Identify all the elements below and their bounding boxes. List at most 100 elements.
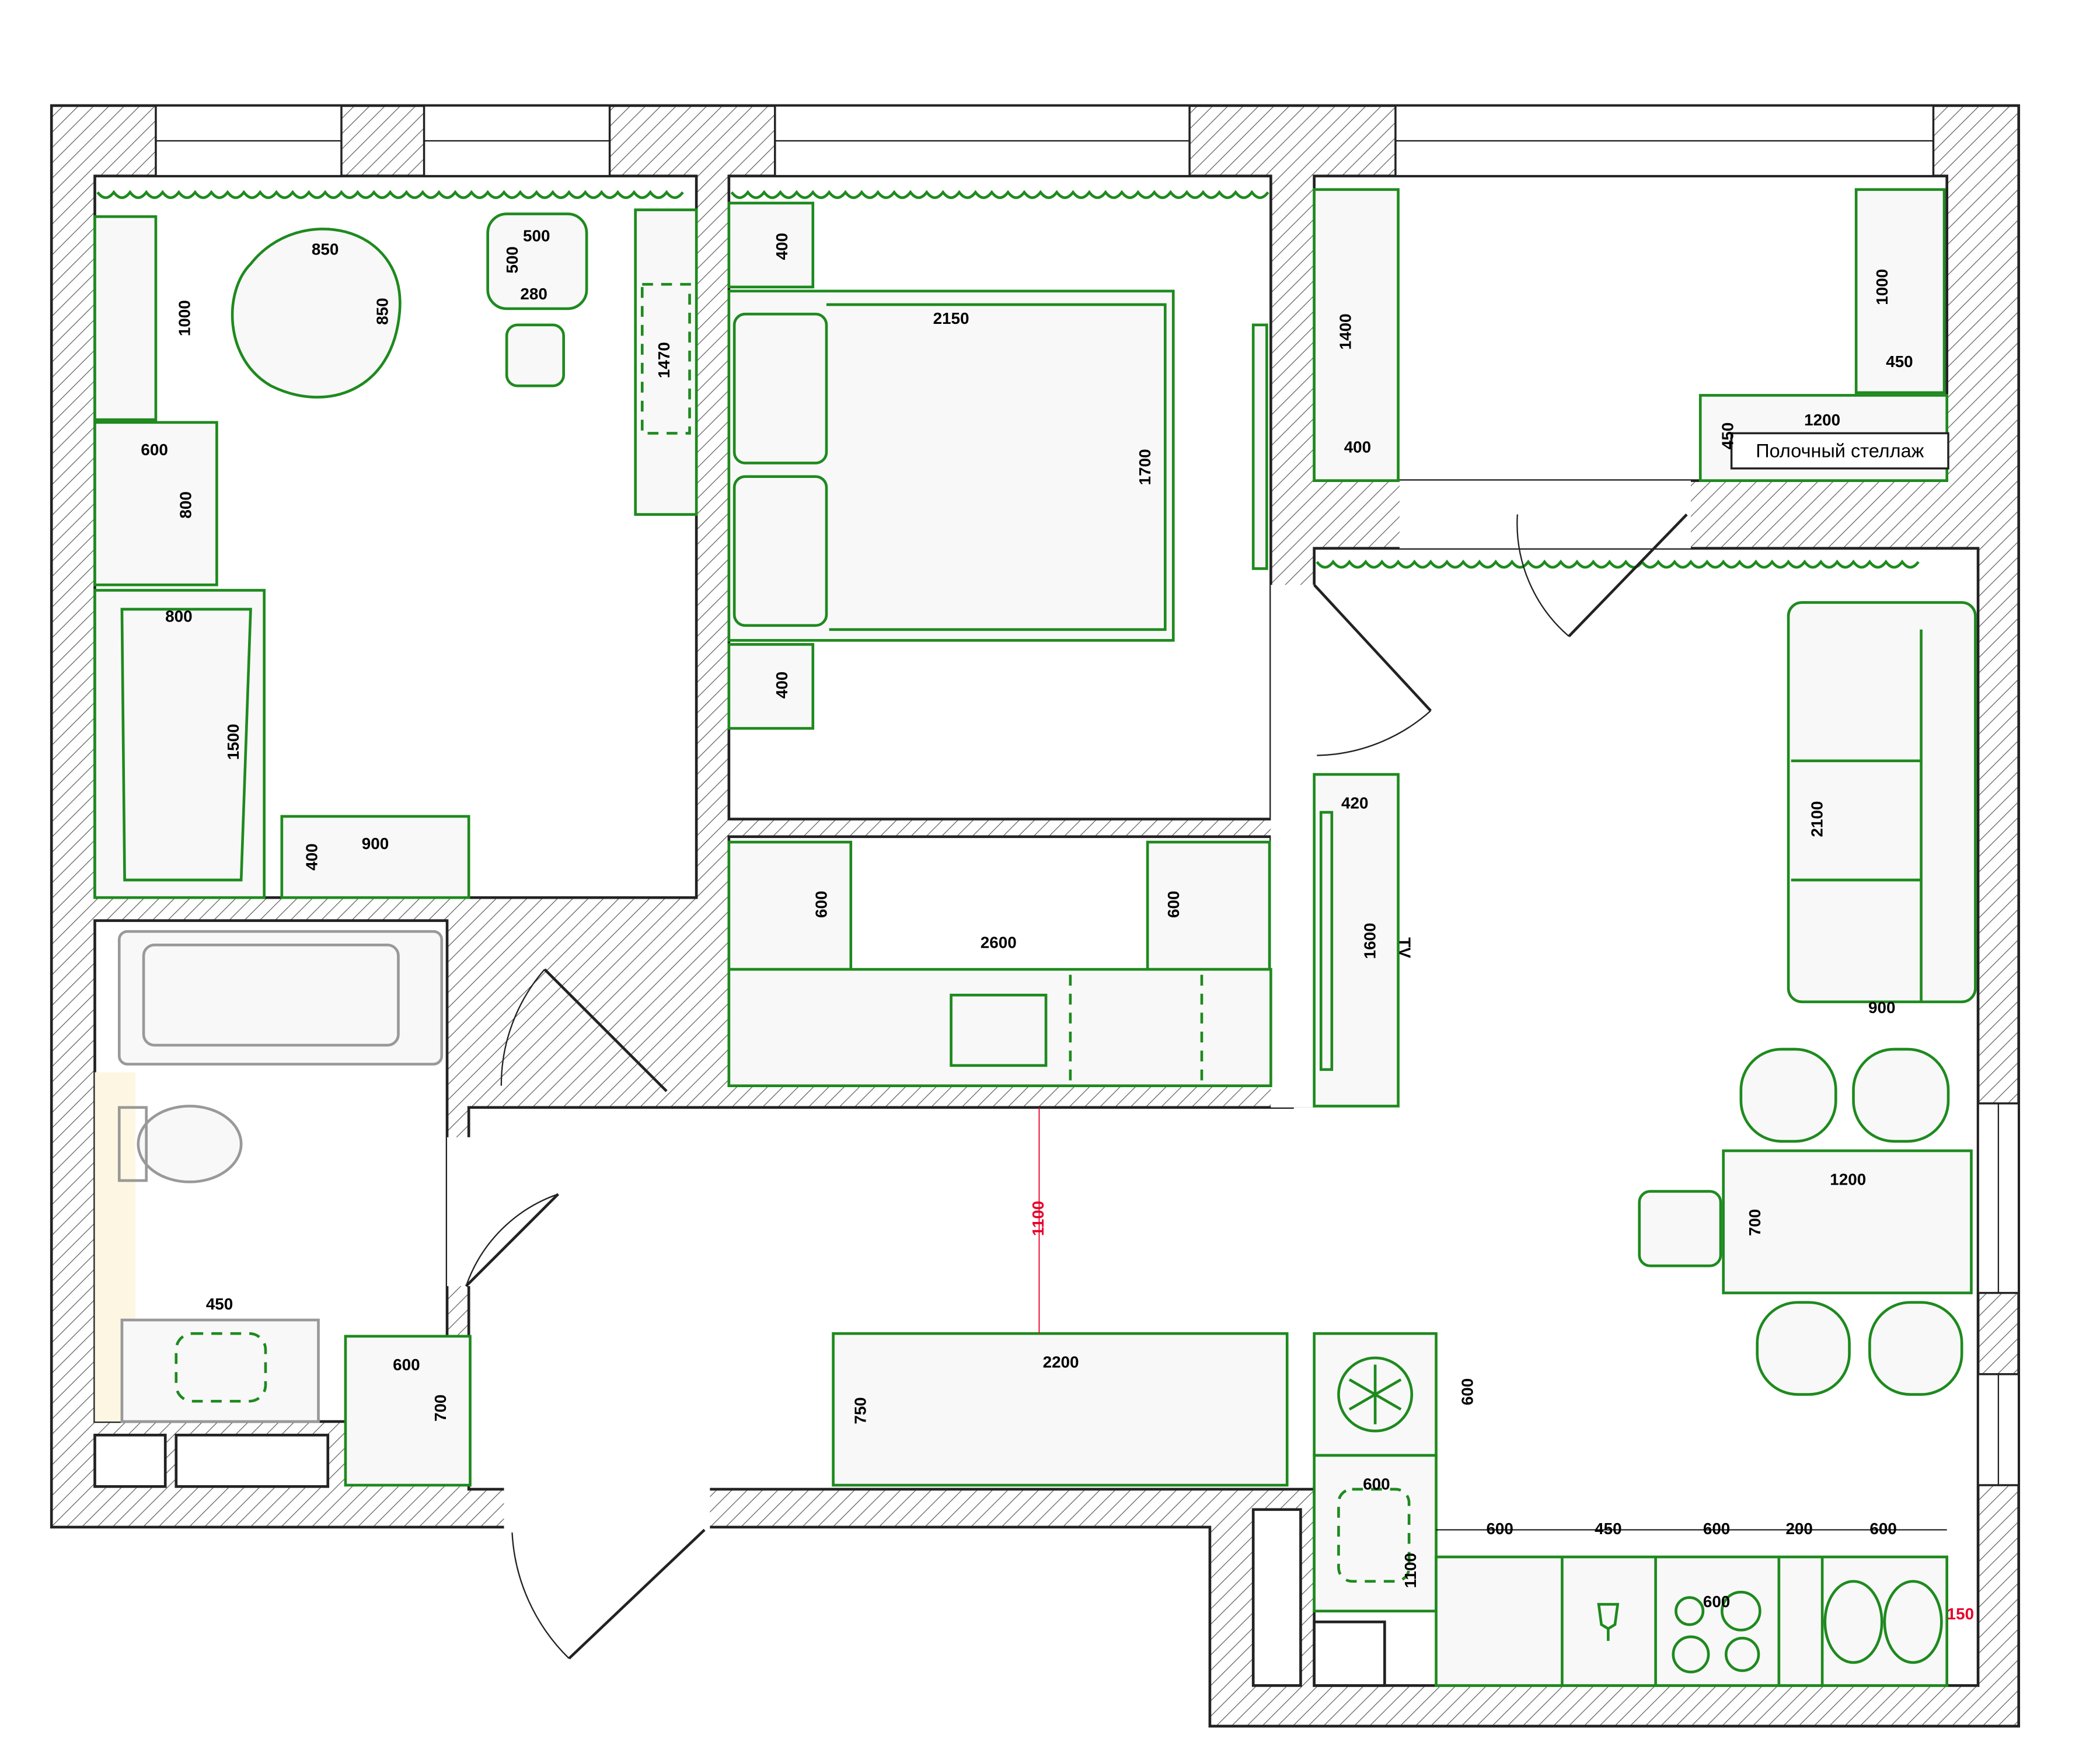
hall-dresser xyxy=(344,1335,472,1487)
dining-chair xyxy=(1852,1047,1950,1143)
doors xyxy=(465,513,1688,1660)
dim-label: 800 xyxy=(165,607,192,625)
entrance-gap xyxy=(504,1486,710,1530)
dim-label: 450 xyxy=(1886,352,1913,371)
dim-label: 500 xyxy=(523,226,550,245)
dim-label: 450 xyxy=(206,1295,233,1313)
storage-2 xyxy=(175,1433,330,1488)
kitchen-counter xyxy=(1435,1555,1949,1687)
bedroom-tv xyxy=(1251,323,1268,570)
pillow xyxy=(732,312,828,465)
dim-label: 150 xyxy=(1947,1605,1974,1623)
dim-label: 900 xyxy=(362,834,389,853)
door-bedroom[interactable] xyxy=(1317,710,1432,756)
dining-armchair xyxy=(1638,1190,1722,1267)
dim-label: 1100 xyxy=(1029,1201,1047,1236)
dim-label: 850 xyxy=(373,298,391,324)
nightstand xyxy=(727,643,815,730)
desk xyxy=(280,815,470,899)
dimension-labels: 850 850 500 500 280 1000 1470 600 800 80… xyxy=(141,226,1974,1623)
dim-label: 1000 xyxy=(1873,269,1891,305)
shelf-tag-label: Полочный стеллаж xyxy=(1756,440,1924,461)
steam-icon xyxy=(1883,1580,1943,1664)
dim-label: 450 xyxy=(1718,422,1736,449)
dim-label: 800 xyxy=(177,491,195,518)
dim-label: 2150 xyxy=(933,309,969,327)
dim-label: 700 xyxy=(1746,1209,1764,1236)
passage xyxy=(1271,585,1317,1108)
kitchen-sink xyxy=(1313,1454,1438,1613)
dim-label: 450 xyxy=(1595,1520,1621,1538)
closet-right xyxy=(1146,840,1271,971)
dim-label: 600 xyxy=(1164,891,1182,918)
pouf xyxy=(231,228,402,399)
curtain xyxy=(730,190,1269,200)
dim-label: 1200 xyxy=(1804,411,1840,429)
dim-label: 600 xyxy=(1459,1378,1477,1405)
armchair xyxy=(486,212,588,310)
dining-table xyxy=(1722,1149,1973,1294)
nightstand xyxy=(727,201,815,289)
hall-wardrobe xyxy=(832,1332,1289,1487)
dim-label: 500 xyxy=(503,246,521,273)
bookshelf xyxy=(93,215,158,421)
dining-chair xyxy=(1756,1301,1851,1396)
wine-glass-icon xyxy=(1597,1602,1620,1641)
pillow xyxy=(732,475,828,627)
dim-label: 1600 xyxy=(1361,923,1379,959)
hob xyxy=(1672,1590,1761,1674)
dim-label: TV xyxy=(1396,937,1414,958)
dim-label: 200 xyxy=(1785,1520,1812,1538)
blanket xyxy=(826,303,1167,631)
dim-label: 400 xyxy=(1344,438,1371,456)
dim-label: 1100 xyxy=(1401,1553,1419,1588)
snowflake-icon xyxy=(1337,1356,1414,1433)
dim-label: 850 xyxy=(312,240,339,259)
dim-label: 2600 xyxy=(981,933,1017,951)
door-entrance[interactable] xyxy=(511,1532,570,1659)
dim-label: 2100 xyxy=(1808,801,1826,837)
microwave-waves-icon xyxy=(1823,1580,1883,1664)
dim-label: 600 xyxy=(1869,1520,1896,1538)
windows xyxy=(155,104,2020,1486)
curtain xyxy=(96,190,684,200)
dim-label: 1500 xyxy=(224,724,242,760)
balcony-rack xyxy=(1313,188,1400,482)
dim-label: 600 xyxy=(812,891,830,918)
washbasin xyxy=(175,1332,267,1403)
dining-chair xyxy=(1739,1047,1837,1143)
dim-label: 400 xyxy=(303,843,321,870)
shelf-tag xyxy=(1730,432,1949,470)
dim-label: 2200 xyxy=(1043,1353,1079,1371)
door-bathroom[interactable] xyxy=(465,1193,559,1287)
dim-label: 420 xyxy=(1341,794,1368,812)
dim-label: 600 xyxy=(141,441,168,459)
curtain xyxy=(1316,559,1920,569)
door-balcony[interactable] xyxy=(1516,514,1569,637)
tv xyxy=(1319,811,1334,1071)
closet-main xyxy=(727,968,1272,1087)
dim-label: 1200 xyxy=(1830,1170,1866,1188)
storage-1 xyxy=(93,1433,167,1488)
door-kids-room[interactable] xyxy=(500,969,546,1086)
dim-label: 600 xyxy=(1703,1593,1730,1611)
dim-label: 600 xyxy=(1703,1520,1730,1538)
dim-label: 700 xyxy=(431,1395,449,1422)
dim-label: 600 xyxy=(1363,1475,1390,1493)
dim-label: 750 xyxy=(852,1397,870,1424)
bathtub xyxy=(117,930,444,1066)
balcony-rack-right xyxy=(1854,188,1946,394)
utility-1 xyxy=(1251,1508,1302,1687)
utility-2 xyxy=(1313,1621,1386,1687)
dresser xyxy=(93,421,218,586)
hall-passage xyxy=(447,1137,475,1286)
closet-left xyxy=(727,840,853,971)
dim-label: 600 xyxy=(393,1356,420,1374)
dim-label: 1400 xyxy=(1337,313,1355,350)
shelving xyxy=(634,208,698,516)
furniture xyxy=(93,188,1977,1687)
stool xyxy=(505,323,565,387)
dim-label: 1470 xyxy=(655,342,673,378)
balcony-opening xyxy=(1399,480,1691,549)
dim-label: 1700 xyxy=(1136,449,1154,485)
